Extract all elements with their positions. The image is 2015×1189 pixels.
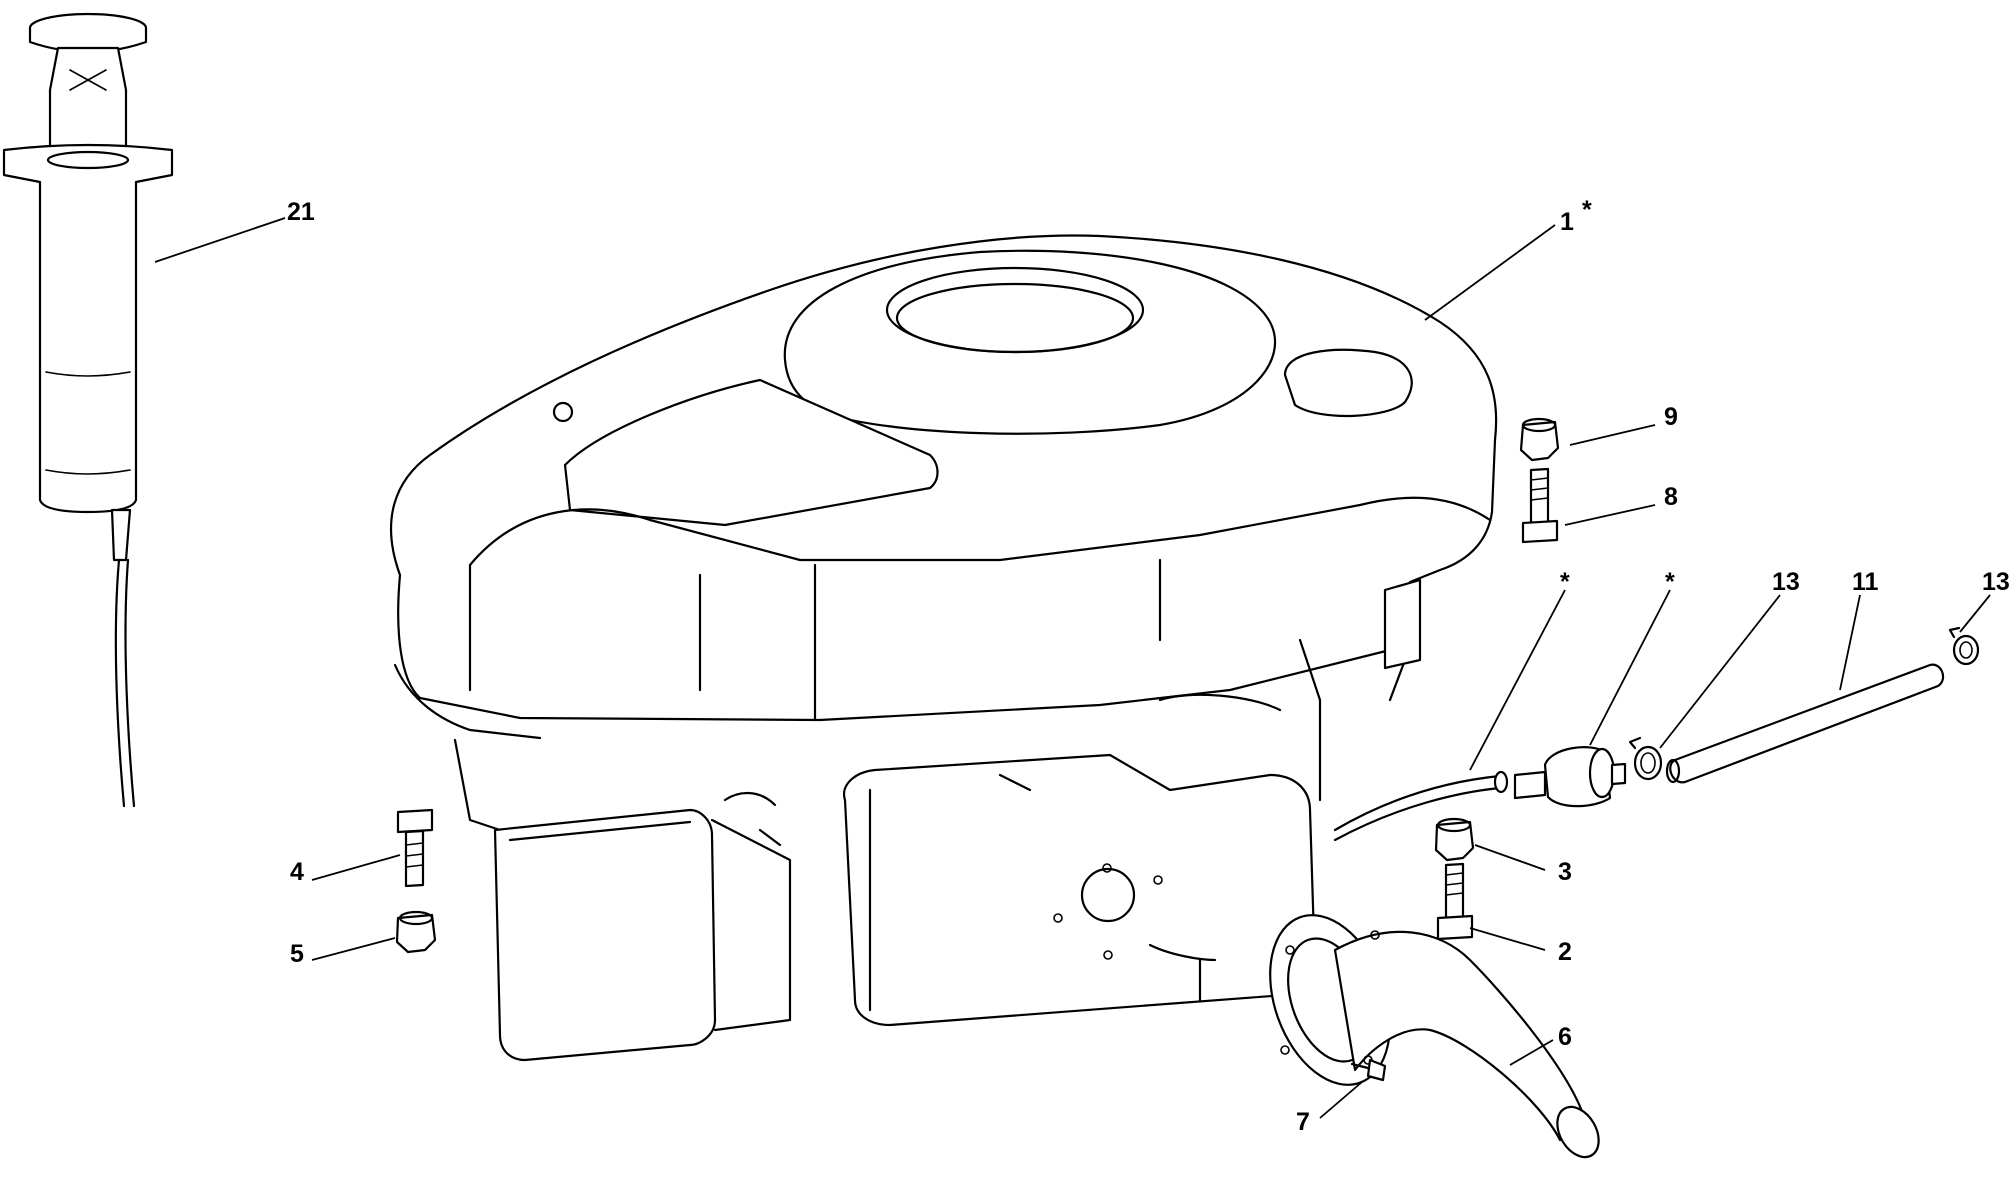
hose-clamp-left (1628, 736, 1663, 781)
leader-4 (311, 854, 401, 881)
callout-star-filter: * (1665, 568, 1675, 596)
callout-star-hose: * (1560, 568, 1570, 596)
leader-2 (1469, 927, 1546, 951)
leader-1 (1424, 224, 1556, 321)
callout-6: 6 (1558, 1023, 1572, 1051)
screw-7 (1350, 1058, 1387, 1082)
leader-8 (1564, 504, 1656, 526)
leader-13b (1959, 594, 1991, 633)
leader-lines (154, 217, 1991, 1119)
fuel-hose-engine (1333, 770, 1509, 842)
exhaust-pipe (1269, 914, 1600, 1159)
callout-3: 3 (1558, 858, 1572, 886)
hose-clamp-right (1948, 626, 1980, 666)
leader-11 (1839, 594, 1861, 691)
nut-5 (395, 910, 437, 954)
callout-5: 5 (290, 940, 304, 968)
leader-13a (1659, 594, 1781, 749)
bolt-8 (1521, 467, 1559, 544)
callout-7: 7 (1296, 1108, 1310, 1136)
bolt-4 (396, 808, 434, 888)
callout-2: 2 (1558, 938, 1572, 966)
callout-1: 1 (1560, 208, 1574, 236)
bolt-2 (1436, 862, 1474, 941)
nut-3 (1434, 817, 1475, 862)
leader-21 (154, 217, 286, 263)
leader-7 (1319, 1081, 1363, 1119)
fuel-filter (1513, 746, 1627, 808)
nut-9 (1519, 417, 1560, 462)
callout-4: 4 (290, 858, 304, 886)
fuel-hose (1665, 663, 1945, 784)
leader-star1 (1469, 589, 1566, 771)
leader-6 (1509, 1039, 1554, 1066)
callout-11: 11 (1852, 568, 1879, 596)
callout-21: 21 (287, 198, 315, 226)
leader-9 (1569, 424, 1656, 446)
engine (389, 234, 1498, 1062)
callout-9: 9 (1664, 403, 1678, 431)
leader-star2 (1589, 589, 1671, 746)
callout-8: 8 (1664, 483, 1678, 511)
callout-1-star: * (1582, 196, 1592, 224)
callout-labels: 21 1 * 9 8 * * 13 11 13 4 5 3 2 6 7 (287, 196, 2010, 1136)
callout-13-right: 13 (1982, 568, 2010, 596)
oil-syringe (2, 12, 174, 808)
callout-13-left: 13 (1772, 568, 1800, 596)
leader-5 (311, 937, 396, 961)
leader-3 (1474, 844, 1546, 871)
